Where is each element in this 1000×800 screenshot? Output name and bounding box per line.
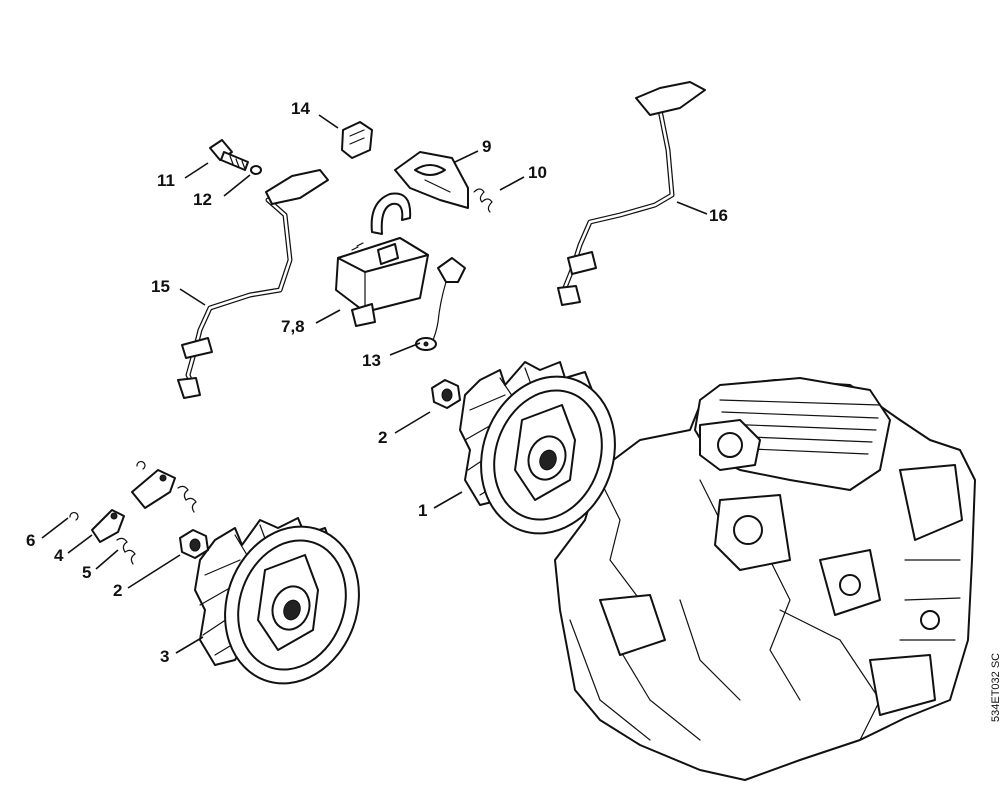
callout-1: 1 bbox=[418, 501, 427, 520]
short-circuit-wire-illustration bbox=[415, 257, 466, 351]
leader-lines bbox=[41, 114, 708, 654]
washer-illustration bbox=[250, 165, 262, 175]
screw-illustration bbox=[209, 139, 249, 171]
ignition-module-illustration bbox=[335, 192, 429, 327]
wire-harness-right-illustration bbox=[557, 81, 706, 306]
nut-lower-illustration bbox=[179, 529, 209, 559]
document-code: 534ET032 SC bbox=[990, 652, 1000, 722]
wire-harness-left-illustration bbox=[177, 169, 329, 399]
callout-labels: 14 11 12 9 10 15 7,8 13 16 2 1 6 4 5 2 3 bbox=[26, 99, 728, 666]
callout-5: 5 bbox=[82, 563, 91, 582]
callout-14: 14 bbox=[291, 99, 310, 118]
callout-12: 12 bbox=[193, 190, 212, 209]
connector-illustration bbox=[341, 121, 373, 159]
callout-15: 15 bbox=[151, 277, 170, 296]
guide-plate-illustration bbox=[394, 151, 469, 209]
callout-16: 16 bbox=[709, 206, 728, 225]
callout-2-lower: 2 bbox=[113, 581, 122, 600]
spring-small-illustration bbox=[473, 188, 493, 213]
callout-2-upper: 2 bbox=[378, 428, 387, 447]
callout-9: 9 bbox=[482, 137, 491, 156]
callout-13: 13 bbox=[362, 351, 381, 370]
pawl-set-lower-illustration bbox=[69, 509, 136, 565]
callout-11: 11 bbox=[157, 171, 175, 190]
callout-10: 10 bbox=[528, 163, 547, 182]
callout-3: 3 bbox=[160, 647, 169, 666]
engine-housing-illustration bbox=[554, 377, 976, 781]
callout-4: 4 bbox=[54, 546, 64, 565]
nut-upper-illustration bbox=[431, 379, 461, 409]
callout-6: 6 bbox=[26, 531, 35, 550]
callout-7-8: 7,8 bbox=[281, 317, 305, 336]
flywheel-lower-illustration bbox=[194, 517, 360, 685]
flywheel-upper-illustration bbox=[459, 361, 616, 535]
pawl-set-upper-illustration bbox=[131, 460, 197, 513]
